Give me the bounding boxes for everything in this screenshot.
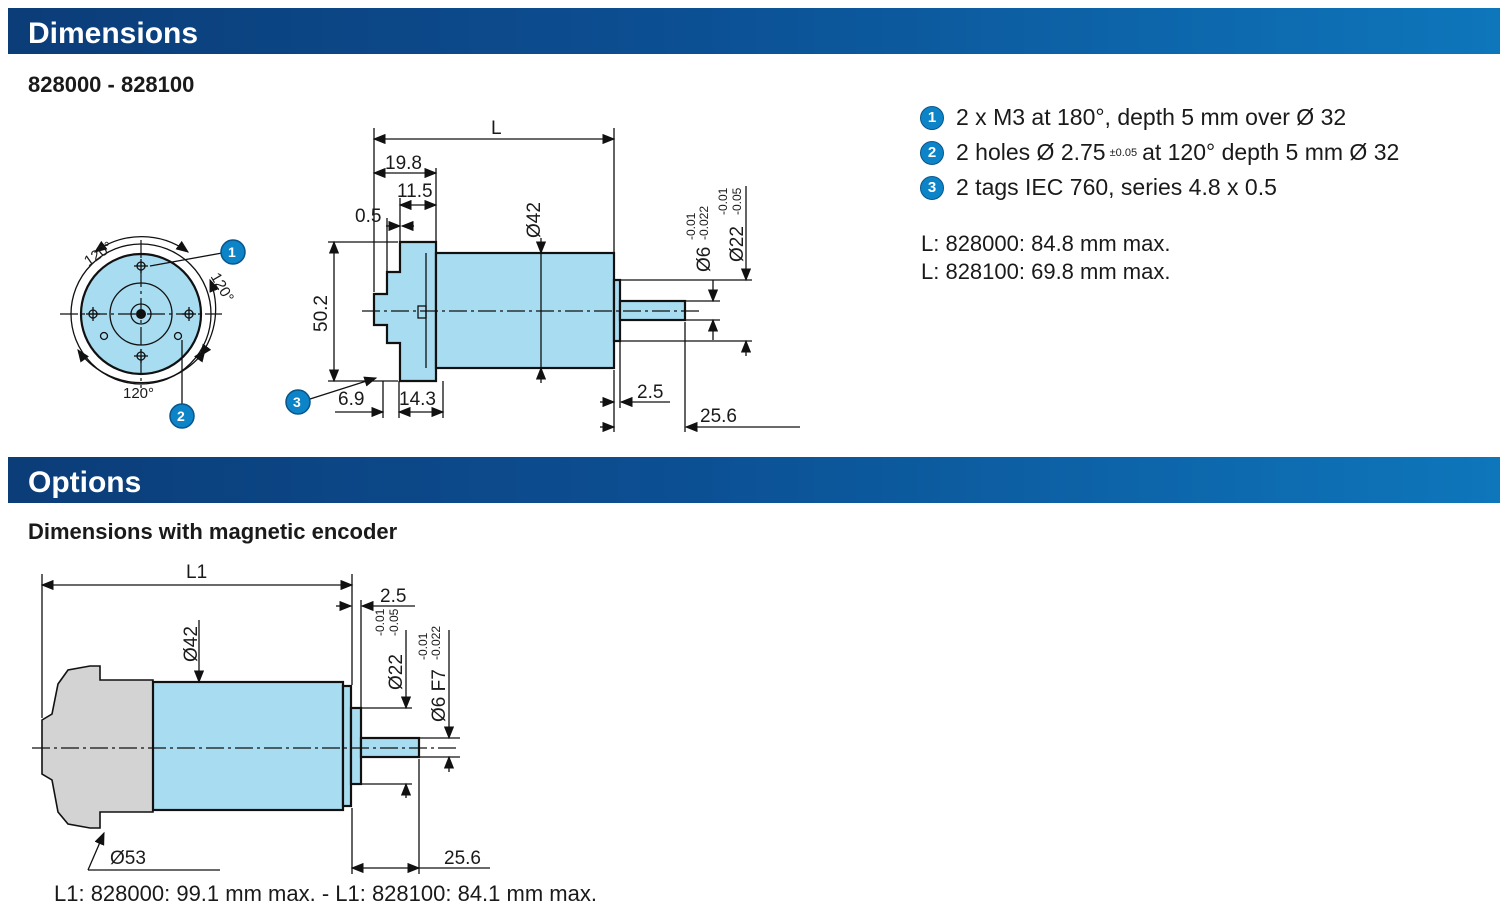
legend-badge: 2 [920, 140, 944, 165]
tol-d6-top: -0.01 [684, 212, 698, 240]
svg-text:3: 3 [293, 394, 301, 410]
tol-d22-top: -0.01 [716, 187, 730, 215]
legend-item-2: 2 2 holes Ø 2.75 ±0.05 at 120° depth 5 m… [920, 135, 1399, 170]
length-note: L: 828000: 84.8 mm max. [921, 231, 1171, 256]
encoder-subtitle: Dimensions with magnetic encoder [28, 519, 398, 544]
svg-text:1: 1 [228, 244, 236, 260]
legend-item-3: 3 2 tags IEC 760, series 4.8 x 0.5 [920, 170, 1399, 205]
dim-14-3: 14.3 [399, 389, 436, 410]
model-range-heading: 828000 - 828100 [28, 72, 195, 97]
tol-d22-bot: -0.05 [730, 187, 744, 215]
legend-text-after: at 120° depth 5 mm Ø 32 [1142, 139, 1400, 165]
dim-L: L [491, 118, 502, 139]
legend-text-before: 2 holes Ø 2.75 [956, 139, 1106, 165]
legend-text: 2 tags IEC 760, series 4.8 x 0.5 [956, 174, 1277, 200]
dim-d6-f7: Ø6 F7 [429, 669, 450, 722]
tol-d6-bot: -0.022 [429, 626, 443, 660]
dim-6-9: 6.9 [338, 389, 364, 410]
tol-d22-top: -0.01 [373, 608, 387, 636]
dim-d22: Ø22 [386, 654, 407, 690]
encoder-length-note: L1: 828000: 99.1 mm max. - L1: 828100: 8… [54, 881, 597, 906]
dim-d53: Ø53 [110, 848, 146, 869]
dim-d22: Ø22 [727, 226, 748, 262]
encoder-body [32, 665, 460, 829]
dim-d42: Ø42 [181, 626, 202, 662]
callout-legend: 1 2 x M3 at 180°, depth 5 mm over Ø 32 2… [920, 100, 1399, 205]
dim-2-5: 2.5 [637, 382, 663, 403]
section-header-dimensions: Dimensions [8, 8, 1500, 54]
length-note: L: 828100: 69.8 mm max. [921, 259, 1171, 284]
angle-label: 120° [123, 385, 154, 402]
callout-badge-2: 2 [169, 403, 195, 429]
tol-d22-bot: -0.05 [387, 608, 401, 636]
dim-19-8: 19.8 [385, 153, 422, 174]
legend-tolerance: ±0.05 [1109, 146, 1138, 159]
dim-d42: Ø42 [524, 202, 545, 238]
tol-d6-top: -0.01 [416, 632, 430, 660]
dim-25-6: 25.6 [444, 848, 481, 869]
front-face: 120° 120° 120° [60, 235, 237, 405]
svg-text:2: 2 [177, 408, 185, 424]
legend-text: 2 x M3 at 180°, depth 5 mm over Ø 32 [956, 104, 1347, 130]
dim-50-2: 50.2 [311, 295, 332, 332]
callout-badge-3: 3 [285, 389, 311, 415]
dim-L1: L1 [186, 562, 207, 583]
legend-badge: 1 [920, 105, 944, 130]
section-title: Dimensions [28, 17, 199, 50]
tol-d6-bot: -0.022 [697, 206, 711, 240]
dim-11-5: 11.5 [397, 181, 433, 202]
dim-d6: Ø6 [694, 247, 715, 272]
motor-side-view [362, 240, 700, 383]
section-title: Options [28, 466, 142, 499]
legend-badge: 3 [920, 175, 944, 200]
legend-item-1: 1 2 x M3 at 180°, depth 5 mm over Ø 32 [920, 100, 1399, 135]
dim-0-5: 0.5 [355, 206, 381, 227]
dim-2-5: 2.5 [380, 586, 406, 607]
section-header-options: Options [8, 457, 1500, 503]
callout-badge-1: 1 [220, 239, 246, 265]
dim-25-6: 25.6 [700, 406, 737, 427]
